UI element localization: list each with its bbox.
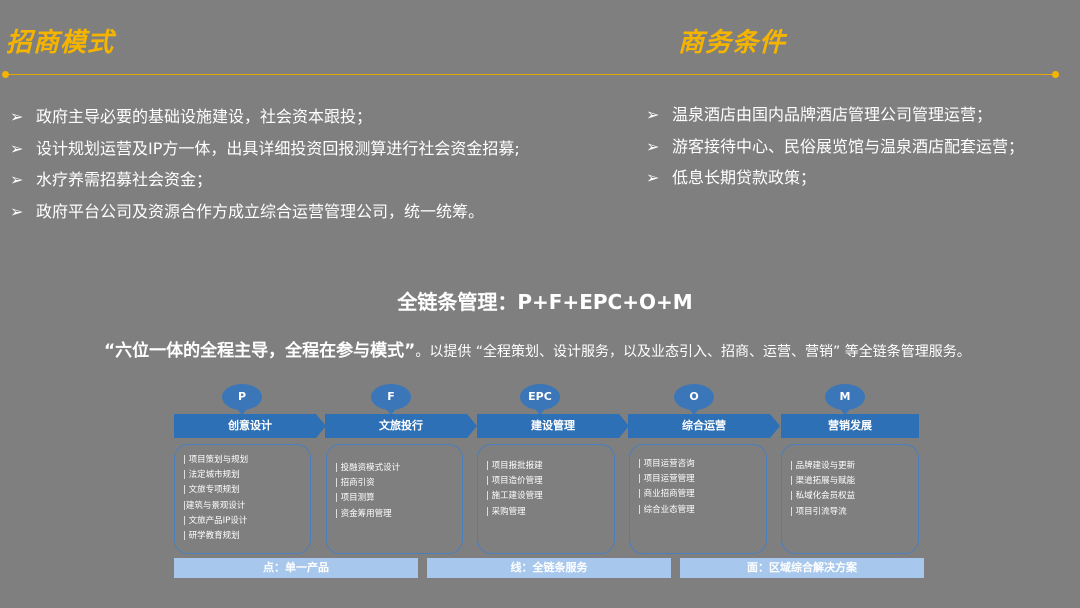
list-item: | 私域化会员权益 (790, 491, 856, 502)
list-item: | 研学教育规划 (183, 530, 240, 541)
arrow-bullet-icon: ➢ (646, 105, 660, 124)
list-item: | 资金筹用管理 (335, 508, 392, 519)
list-item: ➢设计规划运营及IP方一体，出具详细投资回报测算进行社会资金招募; (10, 133, 520, 165)
stage-f-marker: F (371, 384, 411, 415)
stage-o-card: | 项目运营咨询 | 项目运营管理 | 商业招商管理 | 综合业态管理 (629, 444, 767, 554)
list-item: ➢水疗养需招募社会资金； (10, 164, 520, 196)
list-item: | 综合业态管理 (638, 504, 695, 515)
arrow-bullet-icon: ➢ (646, 136, 660, 156)
divider-dot-left (2, 71, 9, 78)
list-item: | 招商引资 (335, 478, 375, 489)
list-item: | 项目引流导流 (790, 506, 847, 517)
list-item: | 投融资模式设计 (335, 463, 401, 473)
stage-m-card: | 品牌建设与更新 | 渠道拓展与赋能 | 私域化会员权益 | 项目引流导流 (781, 444, 919, 554)
stage-m-header: 营销发展 (781, 414, 919, 438)
list-item: ➢政府主导必要的基础设施建设，社会资本跟投； (10, 101, 520, 133)
list-item: | 渠道拓展与赋能 (790, 476, 856, 487)
list-item: ➢政府平台公司及资源合作方成立综合运营管理公司，统一统筹。 (10, 196, 520, 228)
chain-management-description: “六位一体的全程主导，全程在参与模式”。以提供 “全程策划、设计服务，以及业态引… (104, 341, 971, 361)
list-item: ➢温泉酒店由国内品牌酒店管理公司管理运营； (646, 99, 1024, 131)
list-item: | 项目运营咨询 (638, 459, 695, 469)
divider-dot-right (1052, 71, 1059, 78)
chain-management-title: 全链条管理：P+F+EPC+O+M (397, 290, 693, 314)
stage-epc-marker: EPC (520, 384, 560, 415)
list-item: | 法定城市规划 (183, 470, 240, 481)
list-item: | 项目运营管理 (638, 474, 695, 485)
stage-p-card: | 项目策划与规划 | 法定城市规划 | 文旅专项规划 |建筑与景观设计 | 文… (174, 444, 311, 554)
business-terms-list: ➢温泉酒店由国内品牌酒店管理公司管理运营； ➢游客接待中心、民俗展览馆与温泉酒店… (646, 99, 1024, 194)
band-point-single-product: 点：单一产品 (174, 558, 418, 578)
list-item: | 施工建设管理 (486, 491, 543, 502)
list-item: | 采购管理 (486, 506, 526, 517)
arrow-bullet-icon: ➢ (10, 170, 24, 189)
stage-o-marker: O (674, 384, 714, 415)
arrow-bullet-icon: ➢ (10, 107, 24, 126)
divider-line (4, 74, 1056, 75)
arrow-bullet-icon: ➢ (10, 201, 24, 221)
list-item: | 项目策划与规划 (183, 455, 249, 465)
arrow-bullet-icon: ➢ (10, 138, 24, 158)
stage-m-marker: M (825, 384, 865, 415)
stage-epc-card: | 项目报批报建 | 项目造价管理 | 施工建设管理 | 采购管理 (477, 444, 615, 554)
heading-business-terms: 商务条件 (678, 28, 787, 58)
stage-epc-header: 建设管理 (477, 414, 629, 438)
band-area-regional-solution: 面：区域综合解决方案 (680, 558, 924, 578)
list-item: ➢低息长期贷款政策； (646, 162, 1024, 194)
list-item: | 商业招商管理 (638, 489, 695, 500)
stage-f-card: | 投融资模式设计 | 招商引资 | 项目测算 | 资金筹用管理 (326, 444, 463, 554)
list-item: |建筑与景观设计 (183, 500, 246, 511)
stage-o-header: 综合运营 (628, 414, 780, 438)
list-item: | 项目测算 (335, 493, 375, 504)
band-line-full-chain-service: 线：全链条服务 (427, 558, 671, 578)
list-item: | 项目造价管理 (486, 476, 543, 487)
stage-p-marker: P (222, 384, 262, 415)
heading-investment-model: 招商模式 (6, 28, 115, 58)
list-item: | 项目报批报建 (486, 461, 543, 471)
arrow-bullet-icon: ➢ (646, 168, 660, 187)
list-item: ➢游客接待中心、民俗展览馆与温泉酒店配套运营； (646, 131, 1024, 163)
list-item: | 文旅产品IP设计 (183, 515, 248, 526)
stage-p-header: 创意设计 (174, 414, 326, 438)
list-item: | 品牌建设与更新 (790, 461, 856, 471)
investment-model-list: ➢政府主导必要的基础设施建设，社会资本跟投； ➢设计规划运营及IP方一体，出具详… (10, 101, 520, 227)
list-item: | 文旅专项规划 (183, 485, 240, 496)
stage-f-header: 文旅投行 (325, 414, 477, 438)
